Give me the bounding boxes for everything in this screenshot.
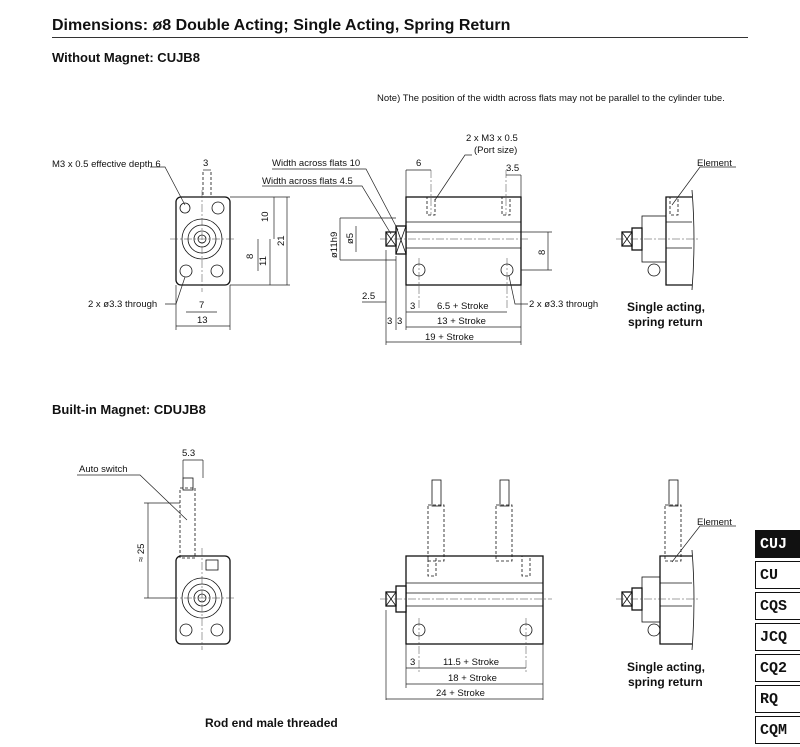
leader-element-top [671,166,736,206]
sb-switch-lead-left [431,479,442,507]
side-tab-cq2[interactable]: CQ2 [755,654,800,682]
sab-break [691,549,695,651]
label-through-right: 2 x ø3.3 through [529,299,598,310]
label-dim-65-stroke: 6.5 + Stroke [437,301,489,312]
side-tab-cu[interactable]: CU [755,561,800,589]
front-view-through-hole [179,264,193,278]
leader-flats-45 [262,185,392,235]
side-tab-cqm[interactable]: CQM [755,716,800,744]
sb-port-right [521,555,531,577]
flats-cross-2 [395,225,407,255]
sa-break-top [691,189,695,291]
sb-switch-lead-right [499,479,510,507]
side-view-top: Width across flats 10 Width across flats… [262,133,598,345]
auto-switch-lead [182,477,194,491]
leader-port [434,154,472,201]
label-port-size-1: 2 x M3 x 0.5 [466,133,518,144]
label-dim-115-stroke: 11.5 + Stroke [443,657,499,668]
label-dim-24-stroke: 24 + Stroke [436,688,485,699]
section-heading-without-magnet: Without Magnet: CUJB8 [52,50,200,65]
sb-switch-right [495,504,513,562]
label-dim-13-stroke: 13 + Stroke [437,316,486,327]
label-port-size-2: (Port size) [474,145,517,156]
sab-hole [647,623,661,637]
label-element-bottom: Element [697,517,732,528]
sab-body [659,555,692,645]
caption-single-acting-2-top: spring return [628,315,703,329]
sb-port-left [427,555,437,577]
side-view-body [405,196,522,286]
front-view-top: M3 x 0.5 effective depth 6 3 10 21 8 11 … [52,158,290,330]
label-auto-switch: Auto switch [79,464,128,475]
label-dim-8-right: 8 [537,250,548,255]
sb-switch-left [427,504,445,562]
label-dim-21: 21 [276,235,287,246]
label-dim-8-side: 8 [245,254,256,259]
side-tab-jcq[interactable]: JCQ [755,623,800,651]
leader-through-right [508,275,528,305]
label-dim-3-c: 3 [397,316,402,327]
caption-rod-end: Rod end male threaded [205,716,338,730]
section-heading-built-in-magnet: Built-in Magnet: CDUJB8 [52,402,206,417]
leader-through-left [165,276,186,305]
title-underline [52,37,748,38]
label-m3-depth: M3 x 0.5 effective depth 6 [52,159,161,170]
caption-single-acting-1-bottom: Single acting, [627,660,705,674]
leader-auto-switch [77,474,188,521]
auto-switch-body [179,487,196,559]
sab-switch [664,504,682,562]
label-dim-11: 11 [258,256,269,266]
label-dim-19-stroke: 19 + Stroke [425,332,474,343]
caption-single-acting-2-bottom: spring return [628,675,703,689]
fb-switch-slot [205,559,219,571]
sa-body-top [665,196,692,286]
side-tab-cqs[interactable]: CQS [755,592,800,620]
front-view-bottom: 5.3 Auto switch ≈ 25 [77,448,236,650]
label-element-top: Element [697,158,732,169]
leader-flats-10 [272,168,399,231]
fb-through-hole [179,623,193,637]
label-dim-13: 13 [197,315,208,326]
label-dim-10: 10 [260,211,271,222]
front-view-body [175,196,231,286]
sab-head [641,576,661,623]
label-dim-18-stroke: 18 + Stroke [448,673,497,684]
front-view-body-bottom [175,555,231,645]
label-dim-3-b: 3 [387,316,392,327]
label-dim-3-a: 3 [410,301,415,312]
leader-m3 [150,166,186,206]
page-title: Dimensions: ø8 Double Acting; Single Act… [52,17,511,34]
side-tab-rq[interactable]: RQ [755,685,800,713]
series-side-tabs: CUJ CU CQS JCQ CQ2 RQ CQM [755,530,800,747]
front-view-tap-hole [179,202,191,214]
single-acting-view-top: Element Single acting, spring return [616,158,736,329]
caption-single-acting-1-top: Single acting, [627,300,705,314]
side-tab-cuj[interactable]: CUJ [755,530,800,558]
label-dim-35: 3.5 [506,163,519,174]
flats-note: Note) The position of the width across f… [377,93,725,104]
fb-through-hole-2 [210,623,224,637]
label-flats-10: Width across flats 10 [272,158,360,169]
label-dim-3: 3 [203,158,208,169]
sa-hole-top [647,263,661,277]
label-through-left: 2 x ø3.3 through [88,299,157,310]
label-dim-7: 7 [199,300,204,311]
label-dim-25: 2.5 [362,291,375,302]
side-view-bottom: 3 11.5 + Stroke 18 + Stroke 24 + Stroke [380,479,552,700]
label-dim-3-bottom: 3 [410,657,415,668]
sab-switch-lead [668,479,679,507]
leader-element-bottom [671,525,736,563]
label-dim-11h9: ø11h9 [329,232,340,258]
label-dim-6: 6 [416,158,421,169]
label-dim-25-switch: ≈ 25 [136,544,147,562]
sb-body [405,555,544,645]
sa-port-top [669,196,679,216]
single-acting-view-bottom: Element Single acting, spring return [616,479,736,689]
label-dim-5: ø5 [345,233,356,244]
label-dim-53: 5.3 [182,448,195,459]
front-view-through-hole-2 [210,264,224,278]
label-flats-45: Width across flats 4.5 [262,176,353,187]
front-view-tap-hole-2 [211,201,225,215]
